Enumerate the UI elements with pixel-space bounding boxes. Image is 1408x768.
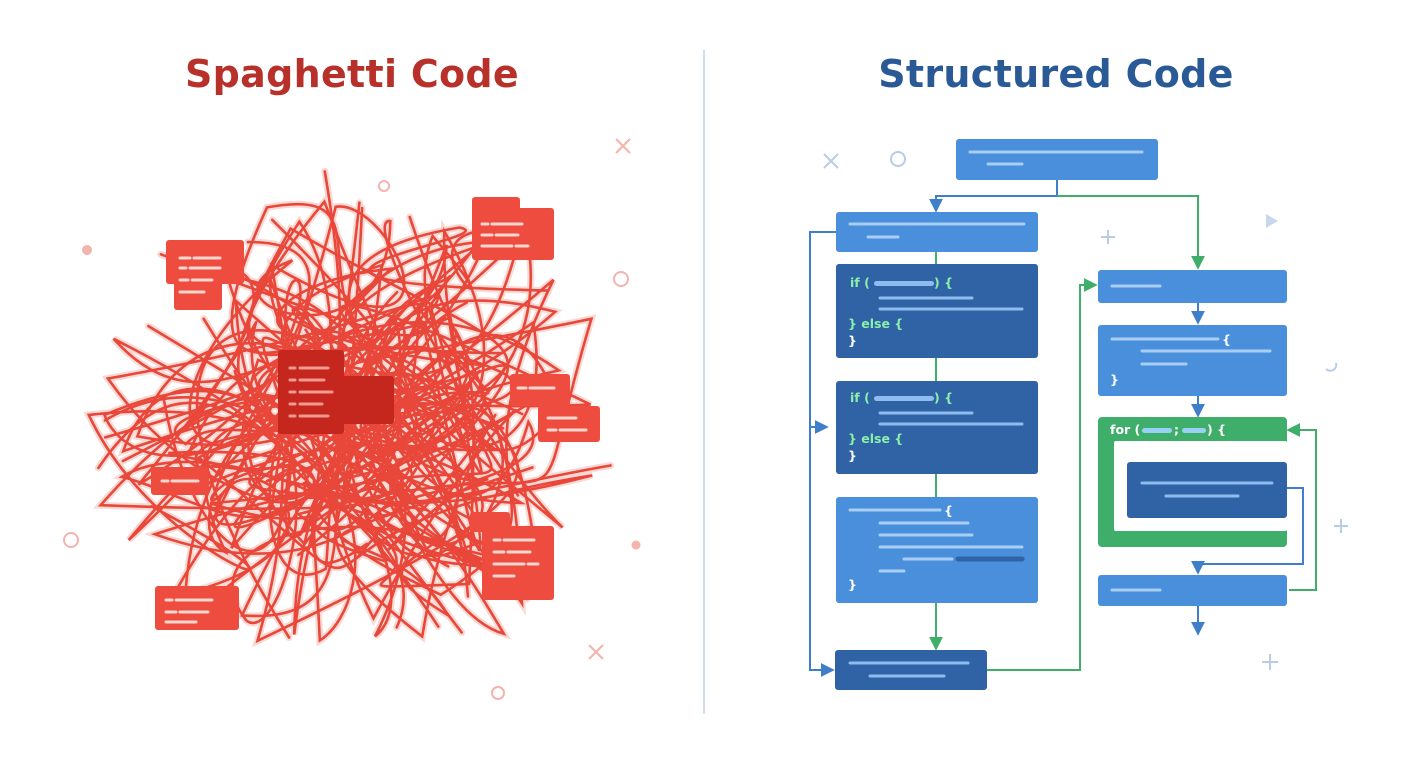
if-open-brace: ) { (934, 275, 953, 290)
decorative-sparkles-left (63, 138, 631, 700)
end-block (835, 650, 987, 690)
else-keyword: } else { (848, 431, 903, 446)
spaghetti-strand (230, 202, 612, 504)
right-column-entry-block (1098, 270, 1287, 303)
brace-block: { } (1098, 325, 1287, 396)
decorative-triangle (1266, 214, 1278, 228)
left-column-entry-block (836, 212, 1038, 252)
spaghetti-strand (183, 215, 486, 624)
spaghetti-block-top-left (166, 240, 244, 310)
spaghetti-block-middle-right (510, 374, 600, 442)
spaghetti-strand (162, 205, 406, 553)
close-brace: } (848, 577, 857, 592)
spaghetti-strand (233, 267, 538, 552)
for-separator: ; (1174, 422, 1179, 437)
spaghetti-strands (86, 170, 612, 644)
spaghetti-strand (97, 239, 520, 576)
open-brace: { (1222, 332, 1231, 347)
right-column-exit-block (1098, 575, 1287, 606)
close-brace: } (1110, 372, 1119, 387)
decorative-sparkles-right (823, 151, 1348, 670)
spaghetti-block-bottom-right (470, 512, 554, 600)
flow-connectors (809, 180, 1317, 677)
decorative-dot (82, 245, 92, 255)
else-keyword: } else { (848, 316, 903, 331)
for-open-brace: ) { (1207, 422, 1226, 437)
structured-code-title: Structured Code (878, 52, 1234, 96)
if-else-block-2: if ( ) { } else { } (836, 381, 1038, 474)
loop-body-block (1127, 462, 1287, 518)
panel-divider (703, 50, 705, 714)
function-block: { } (836, 497, 1038, 603)
structured-panel: if ( ) { } else { } if ( ) { } else { } … (809, 139, 1348, 690)
spaghetti-block-center (278, 350, 394, 434)
spaghetti-block-top-right (472, 197, 554, 260)
if-keyword: if ( (850, 390, 870, 405)
open-brace: { (944, 503, 953, 518)
spaghetti-panel (63, 138, 641, 700)
if-else-block-1: if ( ) { } else { } (836, 264, 1038, 358)
spaghetti-strand (97, 206, 541, 636)
spaghetti-block-middle-left (151, 467, 209, 495)
start-block (956, 139, 1158, 180)
close-brace: } (848, 448, 857, 463)
for-keyword: for ( (1110, 422, 1140, 437)
spaghetti-block-bottom-left (155, 586, 239, 630)
if-open-brace: ) { (934, 390, 953, 405)
close-brace: } (848, 333, 857, 348)
if-keyword: if ( (850, 275, 870, 290)
spaghetti-code-title: Spaghetti Code (185, 52, 519, 96)
decorative-dot (631, 540, 641, 550)
